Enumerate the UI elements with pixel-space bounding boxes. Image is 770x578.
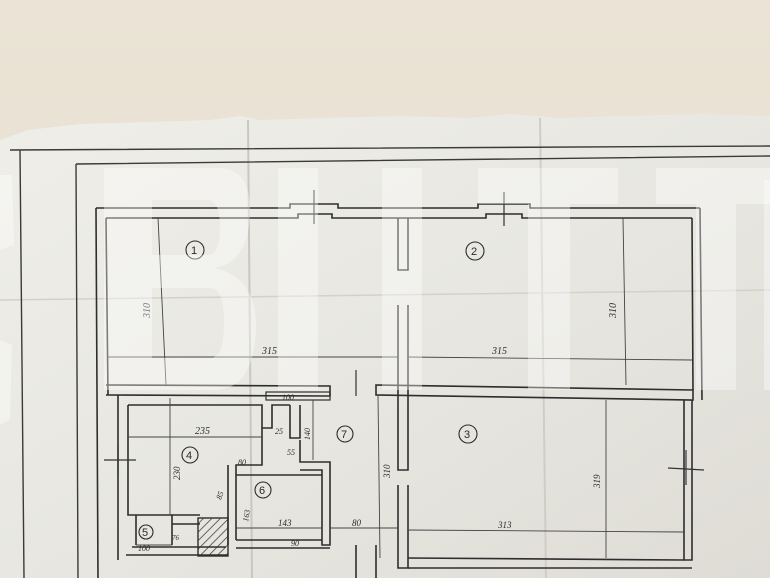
dim-corridor-top: 25 xyxy=(275,427,283,436)
drawing-frame xyxy=(9,145,770,578)
dim-room6-width: 143 xyxy=(278,518,292,528)
dim-bath-side: 76 xyxy=(172,534,180,542)
dim-room2-height: 310 xyxy=(608,303,619,319)
dim-room3-width: 313 xyxy=(497,520,512,530)
room-label-3: 3 xyxy=(464,429,470,441)
dim-room3-height-right: 319 xyxy=(592,474,602,489)
axis-marks xyxy=(104,190,705,485)
paper-sheet xyxy=(0,114,770,578)
room-number-circles xyxy=(138,240,485,540)
paper-fold xyxy=(247,119,253,578)
dim-room4-width: 235 xyxy=(195,426,210,437)
dim-corridor-height: 140 xyxy=(303,428,312,440)
dim-room3-height: 310 xyxy=(382,464,392,479)
dim-room6-bottom: 90 xyxy=(291,539,299,548)
dim-room4-height: 230 xyxy=(172,466,182,480)
watermark xyxy=(0,168,770,425)
dim-opening-top: 100 xyxy=(282,393,294,402)
dimension-lines xyxy=(108,217,693,559)
dim-bath-width: 100 xyxy=(138,544,150,553)
opening-mark xyxy=(265,391,331,401)
paper-fold xyxy=(539,117,547,578)
room-label-4: 4 xyxy=(186,450,192,462)
hatched-block xyxy=(197,517,229,557)
room-label-2: 2 xyxy=(471,246,477,258)
room-label-1: 1 xyxy=(191,245,197,257)
dim-room6-side-b: 163 xyxy=(241,509,252,522)
room-label-6: 6 xyxy=(259,485,265,497)
dimension-texts: 310 315 315 310 100 235 230 25 140 55 80… xyxy=(138,303,619,553)
room-label-7: 7 xyxy=(341,429,347,441)
dim-room1-height: 310 xyxy=(142,303,153,319)
dim-room6-top: 80 xyxy=(238,458,246,467)
room-label-5: 5 xyxy=(142,527,148,539)
dim-hall-door: 80 xyxy=(352,518,362,528)
dim-room1-width: 315 xyxy=(261,346,277,357)
dim-room2-width: 315 xyxy=(491,346,507,357)
paper-fold xyxy=(0,289,770,301)
dim-stub-height: 55 xyxy=(287,448,295,457)
dim-room6-side-a: 85 xyxy=(214,490,225,501)
